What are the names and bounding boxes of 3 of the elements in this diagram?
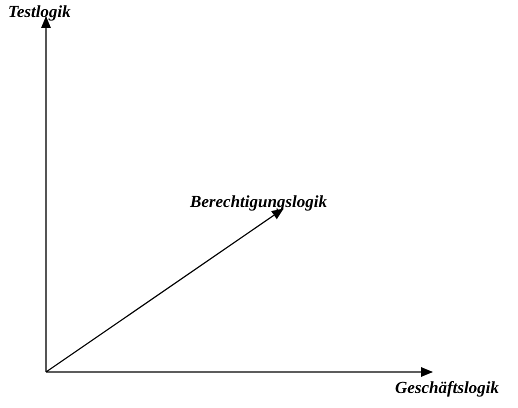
- axis-label: Testlogik: [8, 2, 71, 22]
- axis-label: Berechtigungslogik: [190, 192, 327, 212]
- axis-label: Geschäftslogik: [395, 378, 499, 398]
